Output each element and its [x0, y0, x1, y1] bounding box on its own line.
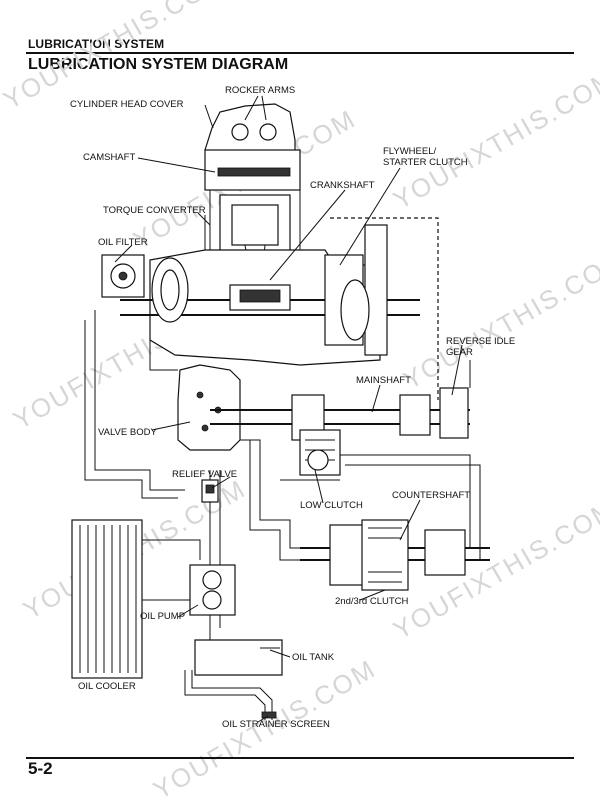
- page-title: LUBRICATION SYSTEM DIAGRAM: [28, 56, 289, 73]
- torque-converter: [151, 257, 189, 323]
- label-camshaft: CAMSHAFT: [83, 152, 135, 163]
- label-oil-pump: OIL PUMP: [140, 611, 185, 622]
- flywheel-starter-clutch: [324, 217, 439, 400]
- oil-pump: [189, 564, 236, 616]
- watermark: YOUFIXTHIS.COM: [0, 0, 231, 115]
- diagram-labels: ROCKER ARMS CYLINDER HEAD COVER CAMSHAFT…: [70, 85, 515, 730]
- oil-tank: [194, 639, 283, 676]
- valve-body: [177, 364, 241, 451]
- label-reverse-idle-1: REVERSE IDLE: [446, 336, 515, 347]
- relief-valve: [201, 479, 219, 503]
- label-crankshaft: CRANKSHAFT: [310, 180, 375, 191]
- section-header: LUBRICATION SYSTEM: [28, 37, 165, 51]
- oil-strainer-screen: [184, 670, 277, 720]
- label-rocker-arms: ROCKER ARMS: [225, 85, 295, 96]
- label-2nd-3rd-clutch: 2nd/3rd CLUTCH: [335, 596, 409, 607]
- label-oil-strainer-screen: OIL STRAINER SCREEN: [222, 719, 330, 730]
- label-cylinder-head-cover: CYLINDER HEAD COVER: [70, 99, 184, 110]
- watermark: YOUFIXTHIS.COM: [388, 63, 600, 215]
- countershaft: [300, 519, 490, 591]
- low-clutch: [299, 429, 341, 476]
- label-valve-body: VALVE BODY: [98, 427, 157, 438]
- label-reverse-idle-2: GEAR: [446, 347, 473, 358]
- leader-lines: [114, 95, 463, 723]
- label-torque-converter: TORQUE CONVERTER: [103, 205, 206, 216]
- label-low-clutch: LOW CLUTCH: [300, 500, 363, 511]
- label-flywheel-1: FLYWHEEL/: [383, 146, 437, 157]
- footer-rule: [26, 757, 574, 759]
- label-flywheel-2: STARTER CLUTCH: [383, 157, 468, 168]
- label-relief-valve: RELIEF VALVE: [172, 469, 237, 480]
- label-oil-tank: OIL TANK: [292, 652, 335, 663]
- label-mainshaft: MAINSHAFT: [356, 375, 411, 386]
- cylinder-head: [204, 103, 301, 250]
- label-oil-cooler: OIL COOLER: [78, 681, 136, 692]
- oil-filter: [101, 254, 145, 298]
- oil-cooler: [71, 519, 143, 679]
- header-rule: [26, 52, 574, 54]
- label-countershaft: COUNTERSHAFT: [392, 490, 470, 501]
- watermark: YOUFIXTHIS.COM: [398, 243, 600, 395]
- watermark: YOUFIXTHIS.COM: [388, 493, 600, 645]
- label-oil-filter: OIL FILTER: [98, 237, 148, 248]
- page-number: 5-2: [28, 759, 53, 778]
